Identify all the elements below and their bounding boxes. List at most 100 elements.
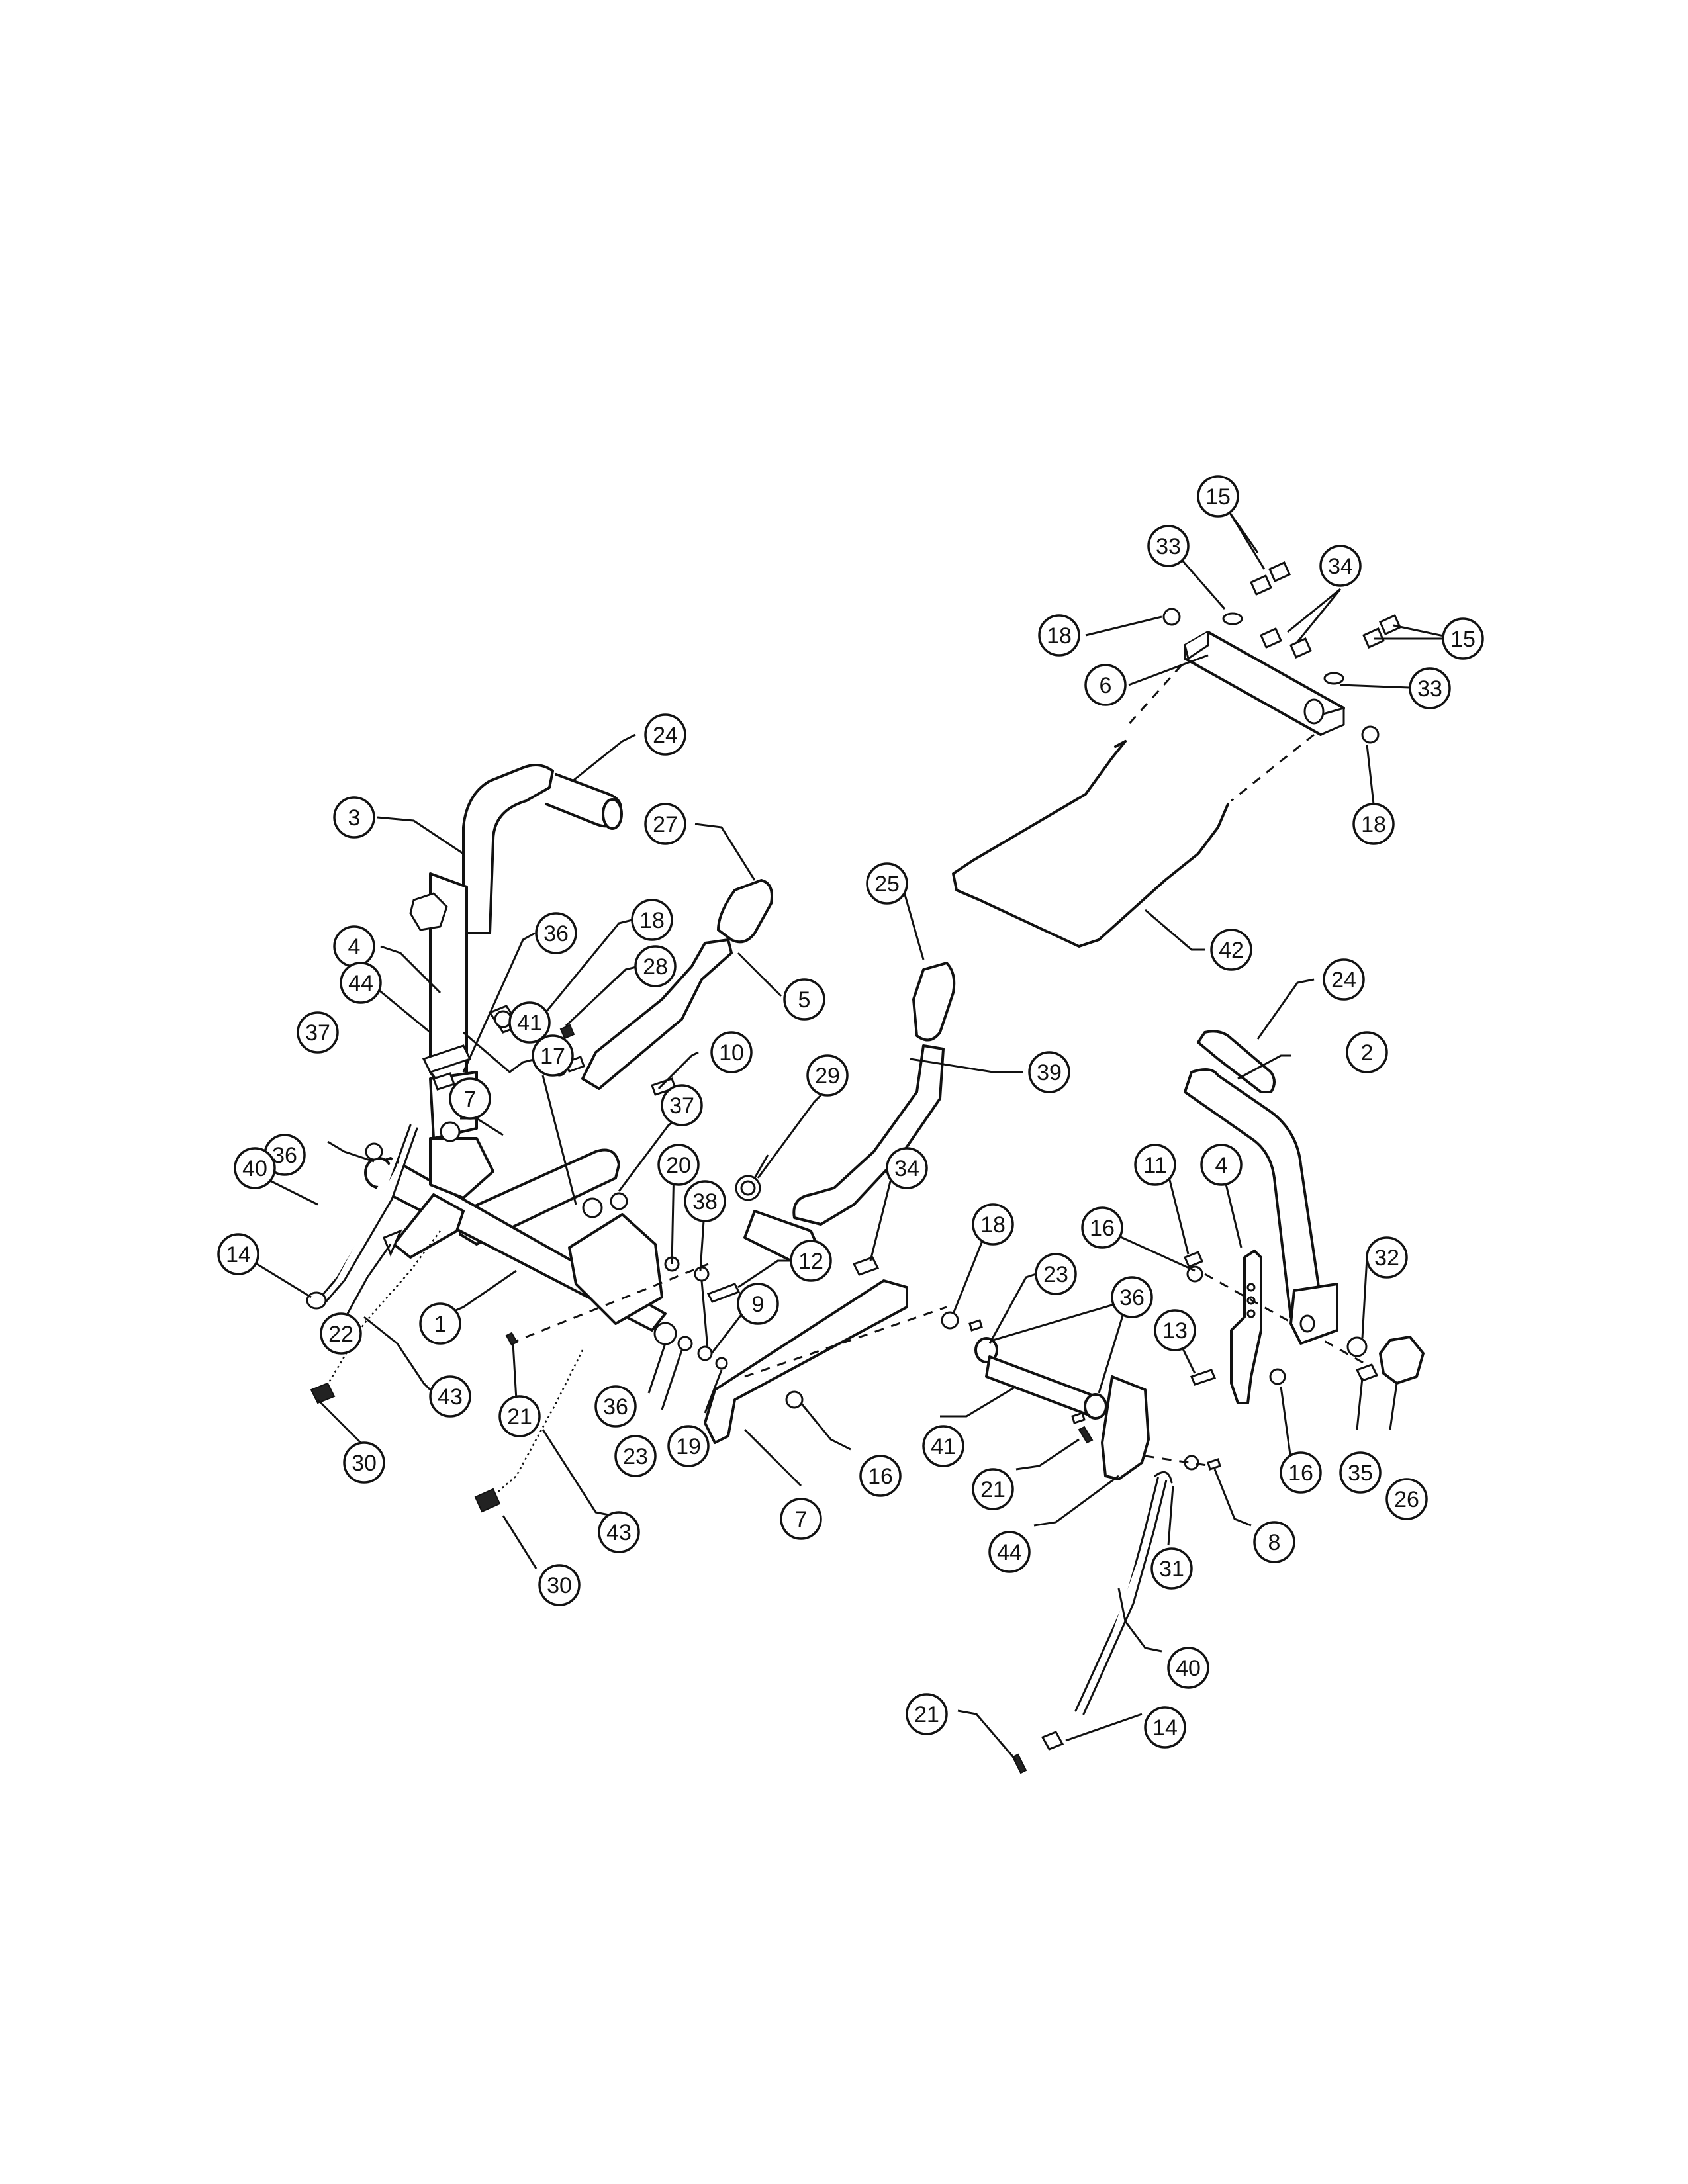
callout-14: 14 bbox=[1144, 1706, 1186, 1749]
bolt-11 bbox=[1184, 1251, 1203, 1268]
callout-circle bbox=[1385, 1478, 1428, 1520]
callout-15: 15 bbox=[1197, 475, 1239, 518]
knob-26 bbox=[1379, 1336, 1425, 1385]
callout-circle bbox=[1323, 958, 1365, 1001]
callout-circle bbox=[1081, 1206, 1123, 1249]
callout-21: 21 bbox=[498, 1395, 541, 1437]
callout-number: 3 bbox=[348, 805, 361, 831]
callout-19: 19 bbox=[667, 1425, 710, 1467]
callout-25: 25 bbox=[866, 862, 908, 905]
callout-37: 37 bbox=[297, 1011, 339, 1054]
callout-circle bbox=[783, 978, 825, 1021]
callout-circle bbox=[1154, 1309, 1196, 1351]
clip-14-right bbox=[1041, 1731, 1064, 1751]
callout-7: 7 bbox=[449, 1077, 491, 1120]
callout-circle bbox=[508, 1001, 551, 1044]
callout-number: 43 bbox=[606, 1520, 632, 1545]
callout-18: 18 bbox=[972, 1203, 1014, 1246]
cable-43-lower bbox=[489, 1349, 584, 1500]
callout-number: 10 bbox=[719, 1040, 744, 1066]
callout-number: 16 bbox=[1288, 1461, 1313, 1486]
callout-35: 35 bbox=[1339, 1451, 1382, 1494]
callout-number: 37 bbox=[305, 1021, 330, 1046]
callout-circle bbox=[710, 1031, 753, 1073]
u-handle-42 bbox=[952, 740, 1229, 948]
callout-number: 17 bbox=[540, 1044, 565, 1069]
callout-number: 18 bbox=[639, 908, 665, 933]
callout-number: 40 bbox=[1176, 1656, 1201, 1681]
callout-circle bbox=[644, 713, 686, 756]
callout-circle bbox=[1200, 1144, 1243, 1186]
callout-circle bbox=[340, 962, 382, 1004]
callout-circle bbox=[1028, 1051, 1070, 1093]
callout-number: 18 bbox=[980, 1212, 1006, 1238]
callout-30: 30 bbox=[538, 1564, 581, 1606]
callout-number: 4 bbox=[348, 934, 361, 960]
cable-43-upper bbox=[323, 1230, 441, 1390]
callout-number: 41 bbox=[931, 1434, 956, 1459]
callout-42: 42 bbox=[1210, 929, 1252, 971]
rod-40-left-b bbox=[322, 1127, 418, 1306]
callout-circle bbox=[1352, 803, 1395, 845]
callout-40: 40 bbox=[1167, 1647, 1209, 1689]
bolt-13 bbox=[1190, 1369, 1217, 1386]
nut-16-lower bbox=[1269, 1368, 1286, 1385]
callout-number: 21 bbox=[980, 1477, 1006, 1502]
callout-1: 1 bbox=[419, 1302, 461, 1345]
callout-16: 16 bbox=[859, 1455, 902, 1497]
callout-circle bbox=[886, 1147, 928, 1189]
callout-circle bbox=[790, 1240, 832, 1282]
bracket-assembly-6 bbox=[1124, 561, 1401, 802]
callout-number: 5 bbox=[798, 987, 811, 1013]
callout-number: 25 bbox=[874, 872, 900, 897]
nut-16-upper bbox=[1186, 1265, 1203, 1283]
callout-13: 13 bbox=[1154, 1309, 1196, 1351]
callout-circle bbox=[343, 1441, 385, 1484]
callout-8: 8 bbox=[1253, 1521, 1295, 1563]
callout-circle bbox=[866, 862, 908, 905]
callout-33: 33 bbox=[1409, 667, 1451, 709]
callout-circle bbox=[234, 1147, 276, 1189]
rod-40-left bbox=[316, 1124, 412, 1302]
callout-number: 7 bbox=[795, 1507, 808, 1532]
callout-number: 28 bbox=[643, 954, 668, 979]
callout-circle bbox=[1346, 1031, 1388, 1073]
pin-21-bottom bbox=[1011, 1753, 1027, 1774]
callout-number: 34 bbox=[1328, 554, 1353, 579]
callout-36: 36 bbox=[535, 912, 577, 954]
callout-22: 22 bbox=[320, 1312, 362, 1355]
callout-number: 15 bbox=[1205, 484, 1231, 510]
callout-number: 8 bbox=[1268, 1530, 1281, 1555]
callout-number: 6 bbox=[1100, 673, 1112, 698]
callout-circle bbox=[1339, 1451, 1382, 1494]
callout-circle bbox=[634, 945, 677, 987]
callout-number: 37 bbox=[669, 1093, 694, 1118]
callout-36: 36 bbox=[1111, 1276, 1153, 1318]
callout-36: 36 bbox=[594, 1385, 637, 1428]
grip-25 bbox=[912, 962, 956, 1042]
callout-circle bbox=[532, 1034, 574, 1077]
callout-41: 41 bbox=[922, 1425, 964, 1467]
spring-30-lower bbox=[474, 1488, 501, 1513]
callout-circle bbox=[859, 1455, 902, 1497]
callout-circle bbox=[1210, 929, 1252, 971]
callout-30: 30 bbox=[343, 1441, 385, 1484]
callout-23: 23 bbox=[1035, 1253, 1077, 1295]
callout-number: 2 bbox=[1361, 1040, 1374, 1066]
callout-number: 40 bbox=[242, 1156, 267, 1181]
bracket-4-right bbox=[1230, 1250, 1262, 1404]
callout-number: 32 bbox=[1374, 1246, 1399, 1271]
washer-32 bbox=[1346, 1336, 1368, 1357]
callout-circle bbox=[535, 912, 577, 954]
callout-32: 32 bbox=[1366, 1236, 1408, 1279]
callout-number: 30 bbox=[547, 1573, 572, 1598]
callout-21: 21 bbox=[906, 1693, 948, 1735]
callout-circle bbox=[806, 1054, 849, 1097]
callout-6: 6 bbox=[1084, 664, 1127, 706]
callout-circle bbox=[449, 1077, 491, 1120]
callout-circle bbox=[657, 1144, 700, 1186]
callout-circle bbox=[1084, 664, 1127, 706]
callout-number: 18 bbox=[1361, 812, 1386, 837]
callout-circle bbox=[780, 1498, 822, 1540]
